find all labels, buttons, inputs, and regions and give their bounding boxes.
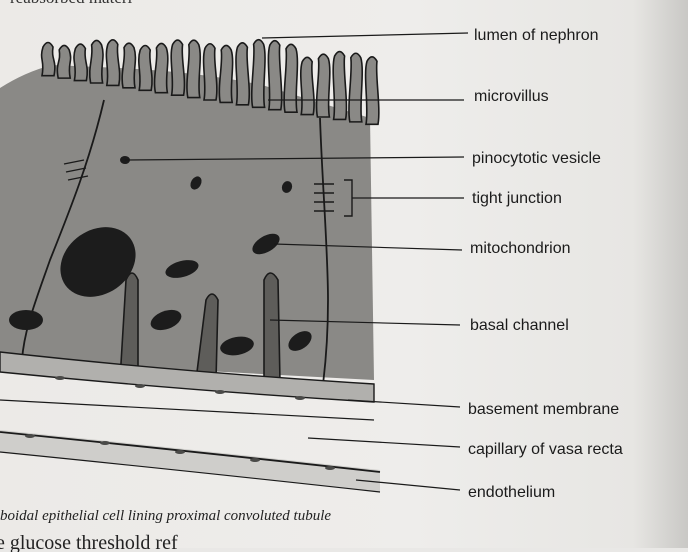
vesicle-2 xyxy=(190,176,202,190)
label-lumen: lumen of nephron xyxy=(474,27,599,44)
microvillus xyxy=(56,44,72,79)
microvillus xyxy=(73,43,89,82)
microvillus xyxy=(315,53,331,118)
label-basal-channel: basal channel xyxy=(470,317,569,334)
microvillus xyxy=(364,56,380,126)
microvilli-group xyxy=(40,38,380,126)
tight-junction-right xyxy=(314,183,334,212)
capillary-band xyxy=(0,430,380,492)
cell-body xyxy=(0,65,374,380)
microvillus xyxy=(332,50,348,121)
microvillus xyxy=(105,39,121,87)
microvillus xyxy=(218,44,234,104)
label-endothelium: endothelium xyxy=(468,484,556,501)
label-microvillus: microvillus xyxy=(474,88,549,105)
microvillus xyxy=(40,41,56,77)
endothelium-upper xyxy=(0,431,381,473)
cut-off-body-text: e glucose threshold ref xyxy=(0,532,178,552)
leader-vesicle xyxy=(124,156,465,161)
leader-basement-membrane xyxy=(347,399,461,408)
microvillus xyxy=(235,42,251,106)
label-tight-junction: tight junction xyxy=(472,190,562,207)
microvillus xyxy=(170,39,186,96)
leader-basal-channel xyxy=(269,319,461,326)
basement-membrane-lower-edge xyxy=(0,399,375,421)
microvillus xyxy=(137,44,153,92)
microvillus xyxy=(202,42,218,101)
microvillus xyxy=(250,38,266,109)
label-basement-membrane: basement membrane xyxy=(468,401,620,418)
vesicle-3 xyxy=(281,181,293,193)
leader-lines xyxy=(124,32,469,491)
leader-mitochondrion xyxy=(273,243,463,251)
microvillus xyxy=(88,39,104,84)
microvillus xyxy=(267,39,283,111)
mitochondria xyxy=(9,227,312,356)
label-mitochondrion: mitochondrion xyxy=(470,240,571,257)
microvillus xyxy=(153,42,169,94)
figure-caption: boidal epithelial cell lining proximal c… xyxy=(0,508,332,524)
label-vesicle: pinocytotic vesicle xyxy=(472,150,601,167)
cell-boundary-right xyxy=(319,117,329,393)
microvillus xyxy=(121,42,137,89)
endothelial-nuclei xyxy=(25,376,335,470)
leader-capillary xyxy=(307,437,461,448)
microvillus xyxy=(283,43,299,113)
microvillus xyxy=(299,56,315,116)
leader-endothelium xyxy=(355,479,461,491)
label-capillary: capillary of vasa recta xyxy=(468,441,623,458)
endothelium-lower xyxy=(0,451,381,493)
microvillus xyxy=(348,52,363,123)
cut-off-heading-text: reabsorbed materi xyxy=(10,0,132,8)
tight-junction-left xyxy=(63,159,89,181)
basal-channels xyxy=(119,272,281,383)
microvillus xyxy=(186,39,202,99)
leader-lumen xyxy=(261,32,469,39)
